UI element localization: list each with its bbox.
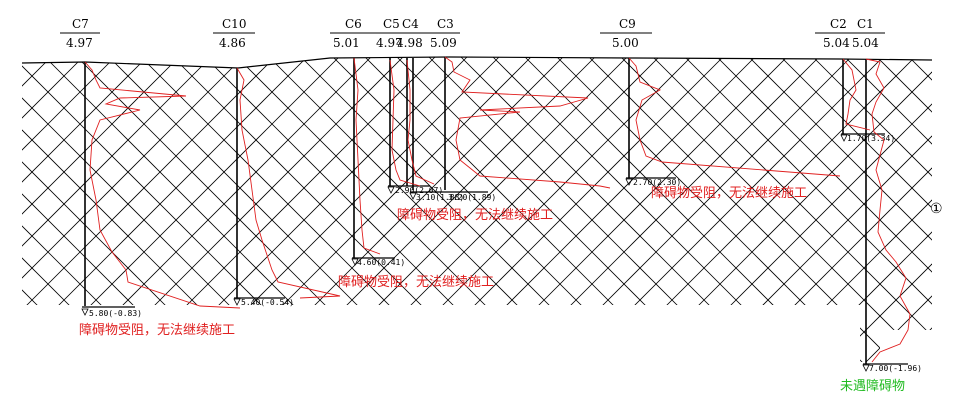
bottom-ledgers — [82, 133, 908, 365]
borehole-id-c6: C6 — [345, 17, 362, 31]
curve-c6 — [353, 57, 381, 255]
borehole-id-c9: C9 — [619, 17, 636, 31]
bottom-depth-c3: 3.20(1.89) — [448, 193, 496, 202]
curve-c1 — [865, 58, 911, 363]
borehole-elev-c6: 5.01 — [333, 36, 360, 50]
bottom-triangles — [81, 134, 870, 372]
curve-c5 — [389, 59, 421, 187]
penetration-curves — [84, 56, 911, 363]
bottom-depth-c2: 1.70(3.34) — [847, 134, 895, 143]
curve-c3 — [444, 56, 611, 189]
layer-marker-label: ① — [930, 201, 943, 217]
note-blocked-c7: 障碍物受阻，无法继续施工 — [79, 323, 235, 338]
bottom-depth-c9: 2.70(2.30) — [633, 178, 681, 187]
curve-c2 — [842, 58, 871, 131]
borehole-id-c2: C2 — [830, 17, 847, 31]
borehole-elev-c9: 5.00 — [612, 36, 639, 50]
note-blocked-c3: 障碍物受阻，无法继续施工 — [397, 208, 553, 223]
borehole-elev-c1: 5.04 — [852, 36, 879, 50]
ground-surface-line — [21, 56, 933, 69]
borehole-labels: C7 4.97 C10 4.86 C6 5.01 C5 4.97 C4 4.98… — [66, 17, 879, 50]
curve-c7 — [84, 61, 241, 309]
bottom-depth-c5: 2.90(2.07) — [395, 186, 443, 195]
borehole-id-c1: C1 — [857, 17, 874, 31]
borehole-id-c10: C10 — [222, 17, 246, 31]
borehole-id-c5: C5 — [383, 17, 400, 31]
curve-c4 — [406, 59, 435, 185]
bottom-depth-c7: 5.80(-0.83) — [89, 309, 142, 318]
note-blocked-c9: 障碍物受阻，无法继续施工 — [651, 186, 807, 201]
borehole-id-c4: C4 — [402, 17, 419, 31]
borehole-id-c7: C7 — [72, 17, 89, 31]
curve-c10 — [236, 67, 341, 299]
bottom-depth-c6: 4.60(0.41) — [357, 258, 405, 267]
borehole-elev-c3: 5.09 — [430, 36, 457, 50]
bottom-depth-c4: 3.10(1.88) — [416, 193, 464, 202]
borehole-shafts — [84, 57, 867, 364]
bottom-depth-c1: 7.00(-1.96) — [869, 364, 922, 373]
curve-c9 — [628, 57, 841, 177]
bottom-depth-c10: 5.40(-0.54) — [241, 298, 294, 307]
borehole-id-c3: C3 — [437, 17, 454, 31]
borehole-elev-c7: 4.97 — [66, 36, 93, 50]
note-no-obstacle-c1: 未遇障碍物 — [840, 379, 905, 394]
borehole-elev-c2: 5.04 — [823, 36, 850, 50]
borehole-elev-c5: 4.97 — [376, 36, 403, 50]
borehole-elev-c10: 4.86 — [219, 36, 246, 50]
borehole-elev-c4: 4.98 — [396, 36, 423, 50]
layer-marker: ① — [930, 200, 945, 217]
note-blocked-c10: 障碍物受阻，无法继续施工 — [338, 275, 494, 290]
bottom-depth-labels: 5.80(-0.83) 5.40(-0.54) 4.60(0.41) 2.90(… — [89, 134, 922, 373]
